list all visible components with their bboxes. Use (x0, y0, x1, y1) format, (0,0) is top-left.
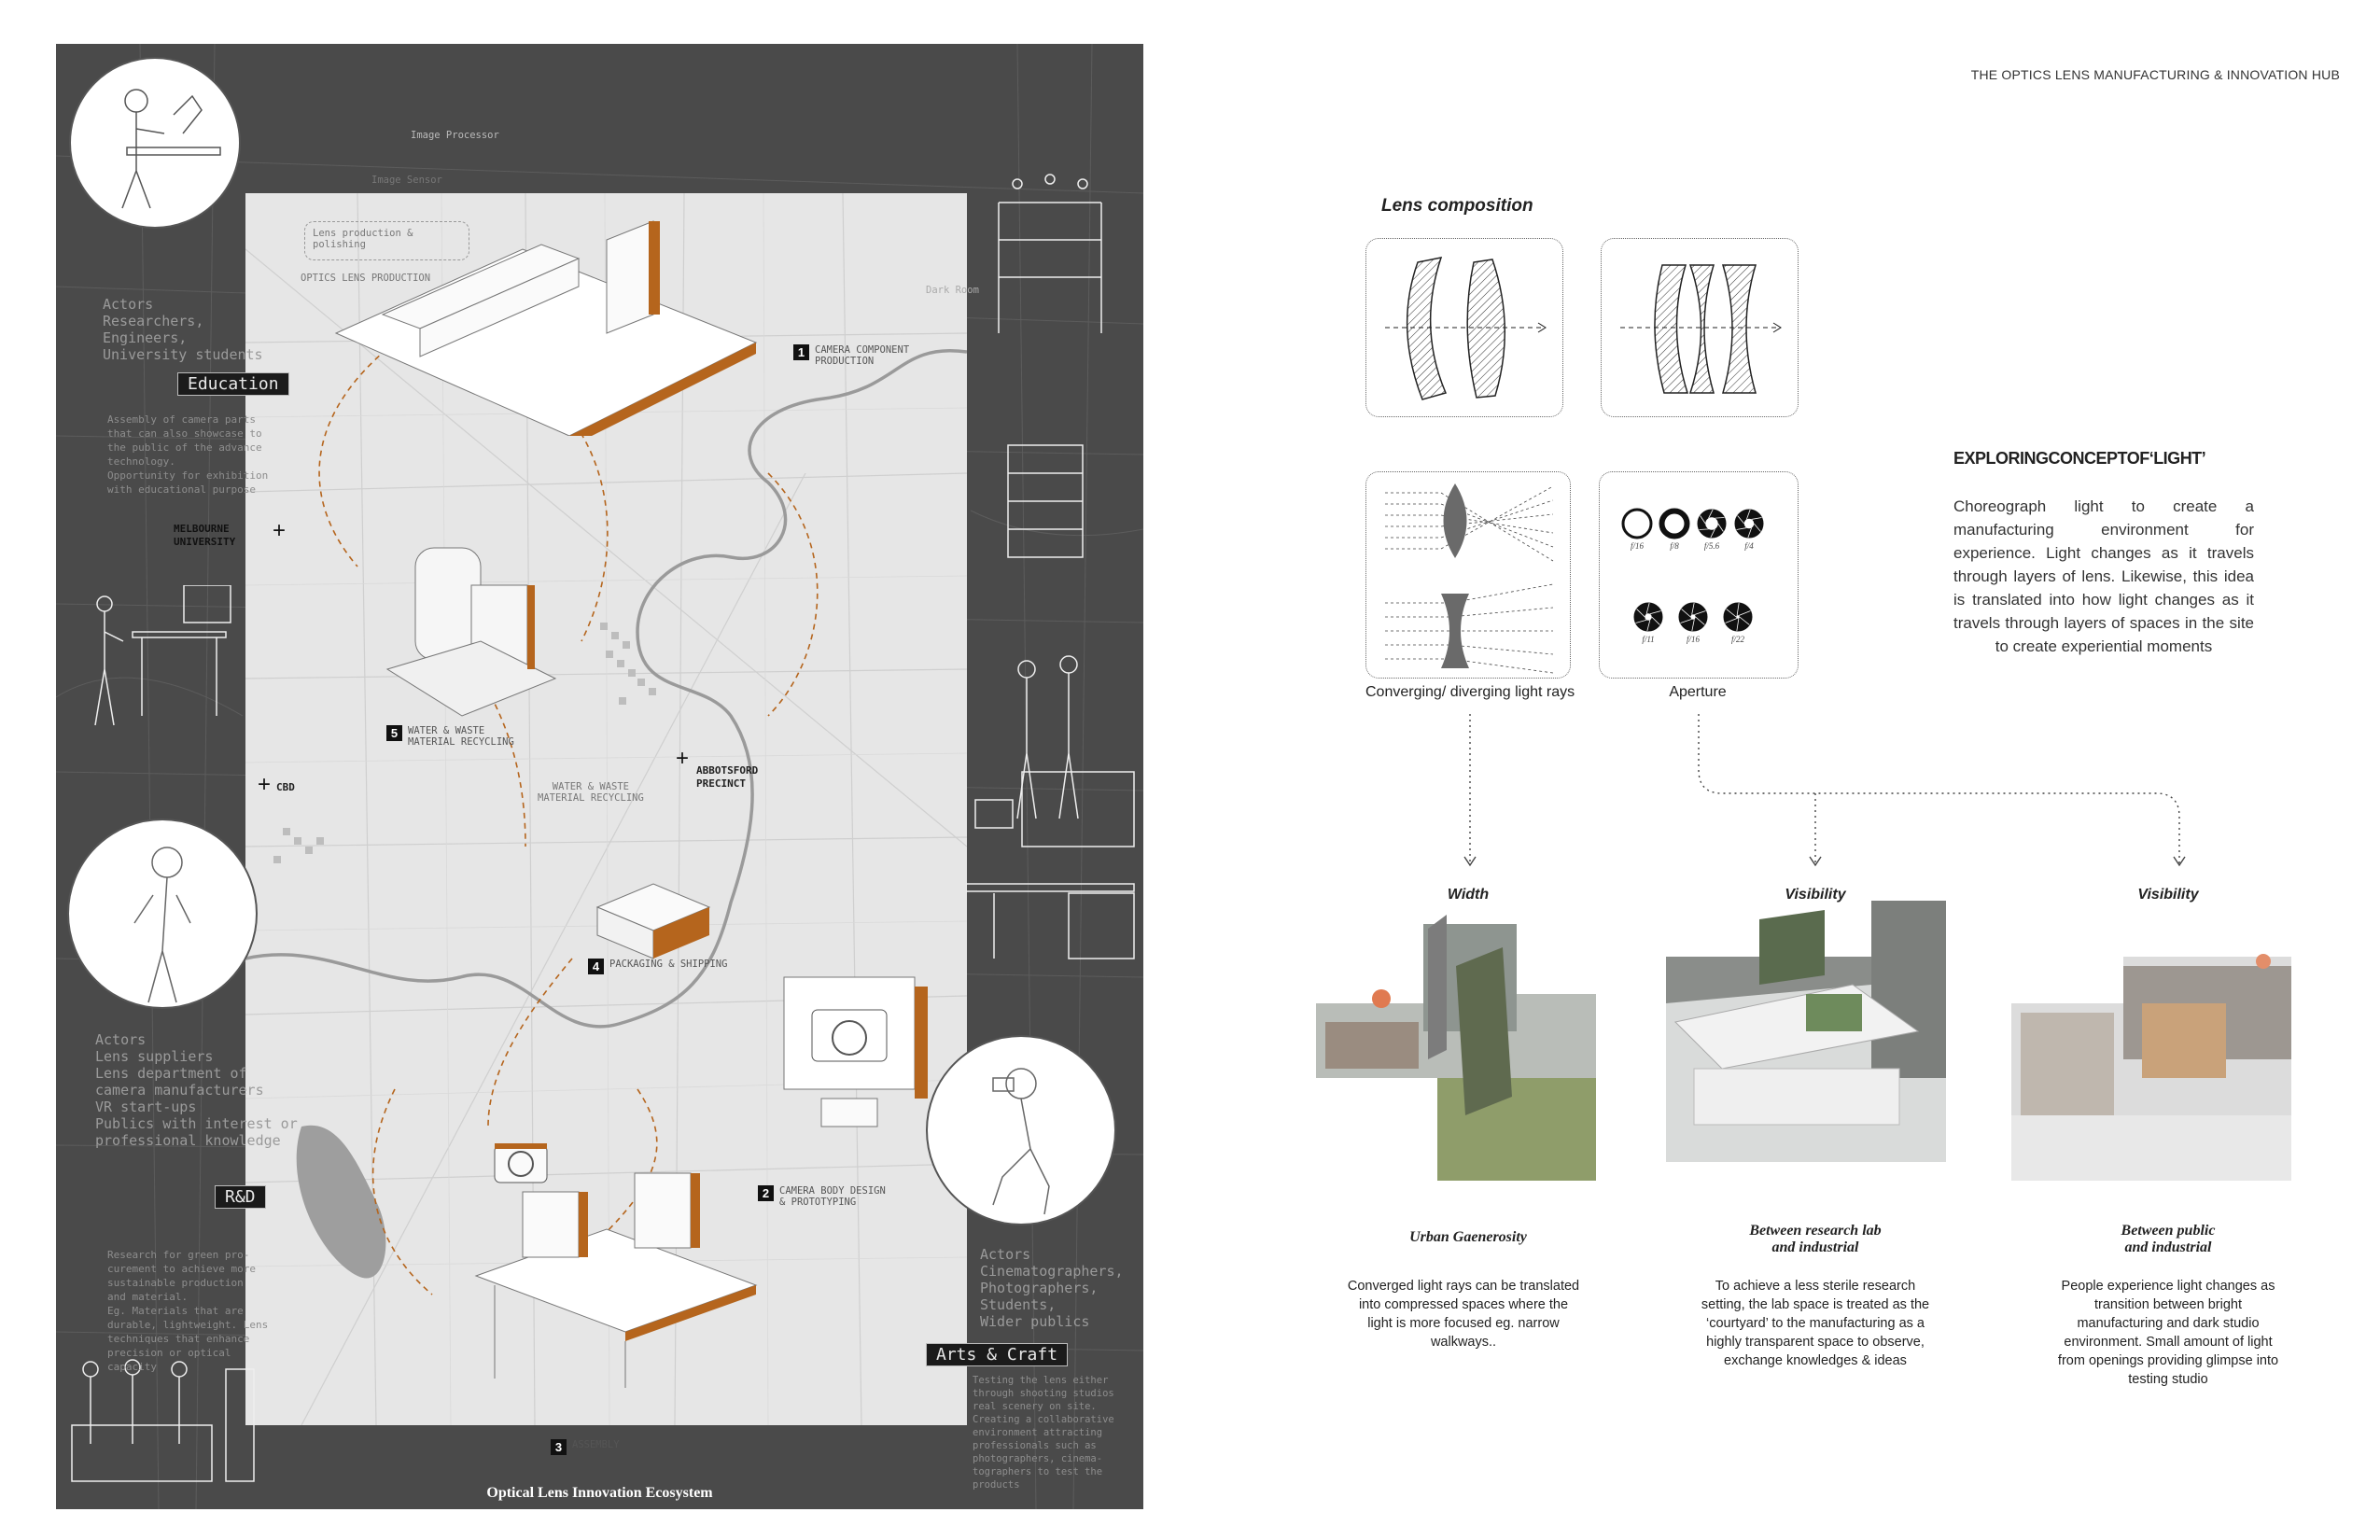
column-1-heading: Width (1447, 887, 1490, 903)
aperture-stop-label: f/22 (1731, 635, 1745, 644)
camera-prototype (494, 1143, 548, 1183)
column-3-subheading: Between public and industrial (2121, 1223, 2216, 1255)
collage-research-lab (1666, 901, 1946, 1162)
aperture-box: f/16 f/8 f/5.6 f/4 f/11 f/16 f/22 (1599, 471, 1799, 679)
arts-note: Testing the lens either through shooting… (973, 1375, 1114, 1491)
lens-composition-box-1 (1365, 238, 1563, 417)
cross-marker-university: + (273, 518, 287, 543)
label-optics-lens-production: OPTICS LENS PRODUCTION (301, 273, 431, 284)
rnd-note: Research for green pro- curement to achi… (107, 1249, 269, 1373)
camera-component-production-building (334, 220, 758, 436)
label-image-sensor: Image Sensor (371, 175, 442, 186)
arts-actors: Actors Cinematographers, Photographers, … (980, 1246, 1124, 1330)
label-image-processor: Image Processor (411, 130, 499, 141)
meniscus-lens-diagram (1385, 257, 1547, 400)
aperture-stop-label: f/16 (1687, 635, 1701, 644)
assembly-workers-illustration (71, 1359, 255, 1482)
lab-figures-illustration (94, 585, 231, 726)
place-melbourne-university: MELBOURNE UNIVERSITY (174, 523, 236, 548)
place-abbotsford: ABBOTSFORD PRECINCT (696, 764, 759, 790)
portrait-circle-engineer (69, 57, 241, 229)
collage-urban-walkway (1316, 915, 1596, 1181)
place-cbd: CBD (276, 781, 295, 793)
aperture-stop-label: f/11 (1642, 635, 1654, 644)
aperture-stop-label: f/16 (1631, 541, 1645, 551)
explore-body: Choreograph light to create a manufactur… (1953, 497, 2254, 655)
assembly-workbench (474, 1172, 758, 1388)
compound-lens-diagram (1620, 264, 1782, 394)
tag-rnd: R&D (215, 1185, 266, 1209)
column-2-body: To achieve a less sterile research setti… (1701, 1279, 1930, 1368)
tag-arts-craft: Arts & Craft (926, 1343, 1069, 1366)
lens-composition-box-2 (1601, 238, 1799, 417)
workshop-tools-illustration (966, 771, 1135, 959)
portrait-circle-researcher (67, 819, 258, 1009)
site-map (245, 192, 968, 1426)
aperture-stop-1: f/8 (1659, 508, 1690, 551)
collage-public-industrial (2011, 954, 2291, 1181)
aperture-stop-label: f/4 (1744, 541, 1754, 551)
column-2-subheading: Between research lab and industrial (1749, 1223, 1882, 1255)
column-3-heading: Visibility (2137, 887, 2199, 903)
ecosystem-poster: Education R&D Arts & Craft Actors Resear… (56, 44, 1143, 1509)
poster-title: Optical Lens Innovation Ecosystem (486, 1485, 713, 1501)
column-3-body: People experience light changes as trans… (2057, 1279, 2279, 1387)
aperture-stop-label: f/5.6 (1704, 541, 1720, 551)
lens-composition-title: Lens composition (1381, 196, 1533, 216)
explore-title: EXPLORINGCONCEPTOF‘LIGHT’ (1953, 449, 2206, 468)
rnd-actors: Actors Lens suppliers Lens department of… (95, 1031, 298, 1149)
aperture-stop-2: f/5.6 (1697, 509, 1727, 551)
aperture-stop-3: f/4 (1734, 509, 1764, 551)
education-actors: Actors Researchers, Engineers, Universit… (103, 296, 263, 363)
cross-marker-abbotsford: + (676, 746, 690, 771)
light-rays-caption: Converging/ diverging light rays (1365, 684, 1575, 700)
water-recycling-facility (385, 547, 557, 717)
aperture-diagram: f/16 f/8 f/5.6 f/4 f/11 f/16 f/22 (1621, 508, 1764, 644)
label-lens-production: Lens production & polishing (304, 221, 470, 260)
aperture-stop-5: f/16 (1678, 602, 1708, 644)
dark-room-shelf-illustration (998, 174, 1102, 333)
column-1-body: Converged light rays can be translated i… (1347, 1279, 1580, 1350)
aperture-stop-0: f/16 (1621, 508, 1653, 551)
column-1-subheading: Urban Gaenerosity (1409, 1229, 1527, 1245)
education-note: Assembly of camera parts that can also s… (107, 413, 269, 496)
packaging-boxes (595, 883, 711, 959)
camera-body-monitor (783, 976, 928, 1127)
aperture-caption: Aperture (1669, 684, 1727, 700)
page-header: THE OPTICS LENS MANUFACTURING & INNOVATI… (1970, 67, 2340, 82)
cross-marker-cbd: + (258, 772, 272, 797)
flow-connectors (1463, 714, 2186, 867)
aperture-stop-4: f/11 (1633, 602, 1663, 644)
aperture-stop-label: f/8 (1670, 541, 1679, 551)
label-water-waste: WATER & WASTE MATERIAL RECYCLING (538, 781, 644, 804)
portrait-circle-photographer (926, 1035, 1116, 1225)
column-2-heading: Visibility (1785, 887, 1846, 903)
converging-diverging-diagram (1385, 483, 1554, 674)
light-rays-box (1365, 471, 1571, 679)
tag-education: Education (177, 372, 289, 396)
aperture-stop-6: f/22 (1723, 602, 1753, 644)
label-dark-room: Dark Room (926, 285, 979, 296)
